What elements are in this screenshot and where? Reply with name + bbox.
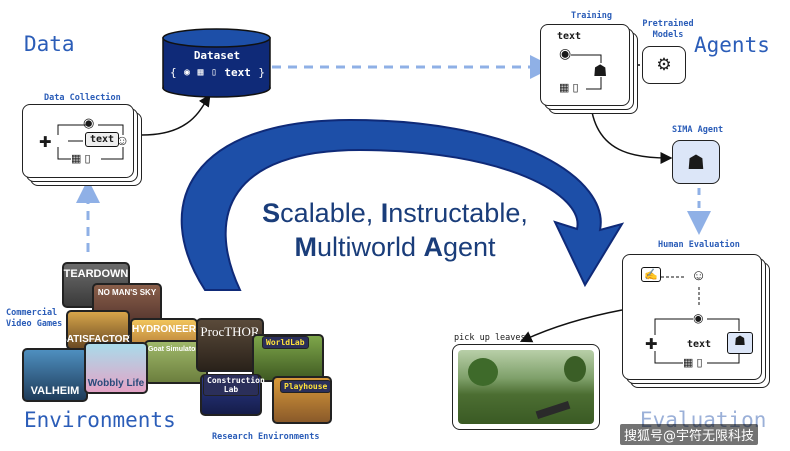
robot-icon: ☗	[727, 332, 753, 354]
gameplay-screenshot-frame	[452, 344, 600, 430]
pretrained-label: Pretrained Models	[642, 19, 694, 40]
eye-icon: ◉	[184, 67, 191, 78]
gamepad-icon: ✚	[645, 336, 658, 353]
section-label-environments: Environments	[24, 408, 176, 432]
training-card: text ◉ ☗ ▦ ▯	[540, 24, 630, 106]
feedback-icon: ✍	[641, 267, 661, 282]
tree-shape	[564, 356, 586, 382]
game-title: TEARDOWN	[63, 268, 129, 280]
title-letter-i: I	[380, 198, 389, 228]
human-evaluation-text: text	[687, 339, 712, 350]
commercial-games-label: Commercial Video Games	[6, 308, 63, 329]
eye-icon: ◉	[693, 311, 704, 325]
training-label: Training	[571, 11, 612, 21]
central-title-line-1: Scalable, Instructable,	[215, 196, 575, 230]
game-title: Wobbly Life	[87, 378, 145, 389]
game-wobbly-life: Wobbly Life	[84, 342, 148, 394]
game-title: VALHEIM	[30, 385, 80, 397]
human-face-icon: ☺	[691, 267, 707, 284]
section-label-data: Data	[24, 32, 75, 56]
data-collection-card: ◉ ✚ text ☺ ▦ ▯	[22, 104, 134, 178]
gears-icon: ⚙	[656, 55, 672, 74]
instruction-text: pick up leaves	[454, 333, 526, 343]
game-title: Goat Simulator 3	[147, 346, 204, 353]
keyboard-mouse-icon: ▦ ▯	[71, 153, 91, 165]
dataset-cylinder	[162, 28, 271, 98]
dataset-title: Dataset	[193, 49, 241, 62]
eye-icon: ◉	[559, 45, 572, 61]
tree-shape	[468, 358, 498, 386]
title-word-calable: calable,	[280, 198, 381, 228]
keyboard-mouse-icon: ▦ ▯	[683, 357, 703, 369]
human-evaluation-diagram	[654, 276, 740, 364]
title-word-nstructable: nstructable,	[388, 198, 528, 228]
env-construction-lab-tag: Construction Lab	[203, 374, 265, 396]
section-label-agents: Agents	[694, 33, 770, 57]
dataset-text-label: text	[224, 66, 251, 79]
robot-icon: ☗	[593, 63, 608, 80]
pretrained-models-box: ⚙	[642, 46, 686, 84]
env-playhouse-tag: Playhouse	[280, 380, 332, 393]
keyboard-mouse-icon: ▦ ▯	[559, 82, 579, 94]
human-evaluation-label: Human Evaluation	[658, 240, 740, 250]
gamepad-icon: ✚	[39, 134, 52, 151]
eye-icon: ◉	[83, 115, 95, 130]
title-word-gent: gent	[442, 232, 496, 262]
game-title: HYDRONEER	[132, 324, 196, 335]
data-collection-text: text	[85, 132, 120, 147]
game-title: NO MAN'S SKY	[97, 288, 157, 297]
human-face-icon: ☺	[115, 132, 130, 148]
central-cycle-arrow	[180, 118, 625, 291]
sima-agent-box: ☗	[672, 140, 720, 184]
data-collection-label: Data Collection	[44, 93, 121, 103]
gameplay-screenshot	[458, 350, 594, 424]
env-title: ProcTHOR	[200, 324, 260, 339]
brace-right-icon: }	[258, 66, 265, 79]
keyboard-icon: ▦	[197, 67, 204, 78]
game-valheim: VALHEIM	[22, 348, 88, 402]
research-environments-label: Research Environments	[212, 432, 320, 442]
title-word-ultiworld: ultiworld	[316, 232, 424, 262]
title-letter-m: M	[294, 232, 317, 262]
central-title: Scalable, Instructable, Multiworld Agent	[215, 196, 575, 264]
training-diagram	[571, 54, 602, 90]
robot-icon: ☗	[687, 151, 705, 174]
dataset-contents: { ◉ ▦ ▯ text }	[170, 66, 265, 79]
watermark: 搜狐号@宇符无限科技	[620, 424, 759, 445]
data-collection-diagram	[57, 124, 124, 160]
tool-shape	[535, 400, 571, 420]
central-title-line-2: Multiworld Agent	[215, 230, 575, 264]
sima-agent-label: SIMA Agent	[672, 125, 724, 135]
brace-left-icon: {	[170, 66, 177, 79]
training-text: text	[557, 31, 582, 42]
title-letter-s: S	[262, 198, 281, 228]
title-letter-a: A	[423, 232, 443, 262]
human-evaluation-card: ✍ ☺ ◉ ✚ text ☗ ▦ ▯	[622, 254, 762, 380]
mouse-icon: ▯	[210, 67, 217, 78]
game-title: SATISFACTORY	[60, 334, 136, 345]
env-worldlab-tag: WorldLab	[262, 336, 309, 349]
